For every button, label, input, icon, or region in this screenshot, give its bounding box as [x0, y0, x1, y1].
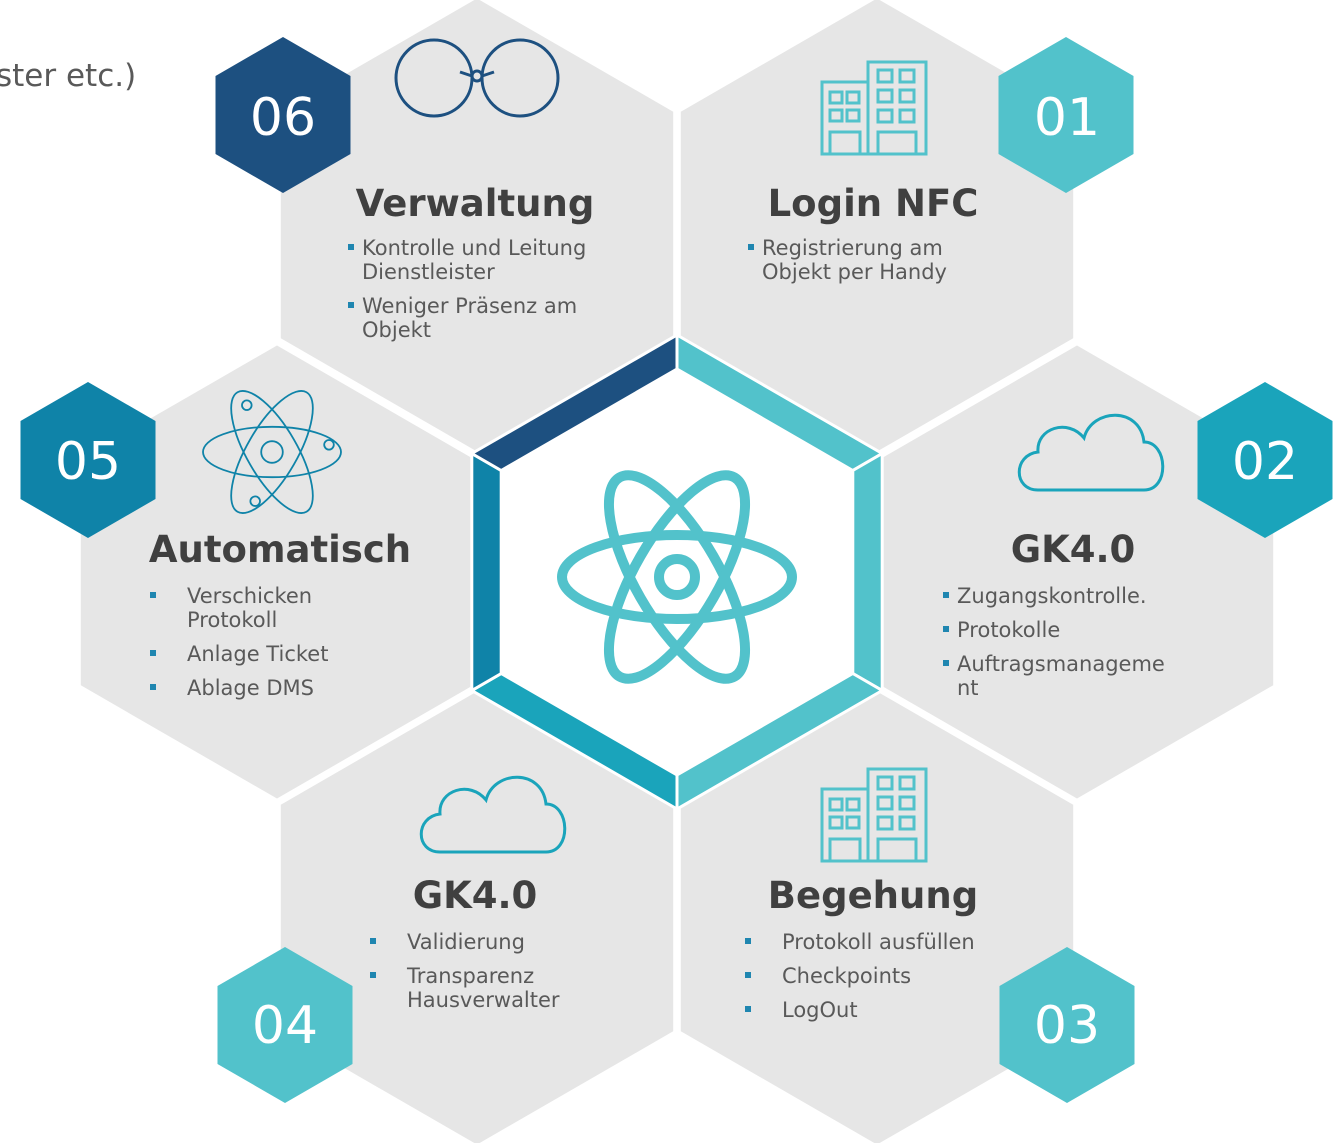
cut-off-text-fragment: ster etc.)	[0, 58, 137, 94]
segment-01-bullets: Registrierung am Objekt per Handy	[748, 236, 988, 294]
segment-06-bullet-2: Weniger Präsenz am Objekt	[348, 294, 618, 342]
badge-03-number: 03	[1033, 996, 1101, 1056]
center-atom-icon	[557, 470, 797, 684]
segment-05-bullet-1: Verschicken Protokoll	[150, 584, 390, 632]
segment-04-bullet-1: Validierung	[370, 930, 610, 954]
segment-05-bullet-2: Anlage Ticket	[150, 642, 390, 666]
segment-03-bullet-2: Checkpoints	[745, 964, 1015, 988]
building-icon	[820, 60, 928, 156]
building-icon	[820, 767, 928, 863]
segment-04-title: GK4.0	[412, 874, 538, 917]
band-02	[851, 450, 884, 694]
segment-01-title: Login NFC	[767, 182, 979, 225]
badge-04-number: 04	[251, 996, 319, 1056]
band-06	[468, 332, 679, 473]
badge-05-hexagon	[20, 382, 156, 538]
segment-05-bullets: Verschicken Protokoll Anlage Ticket Abla…	[150, 584, 390, 710]
segment-03-title: Begehung	[767, 874, 979, 917]
segment-06-bullet-1: Kontrolle und Leitung Dienstleister	[348, 236, 618, 284]
badge-02-number: 02	[1231, 432, 1299, 492]
center-hexagon	[477, 342, 877, 802]
segment-01-bullet-1: Registrierung am Objekt per Handy	[748, 236, 988, 284]
segment-05-bullet-3: Ablage DMS	[150, 676, 390, 700]
segment-02-bullet-2: Protokolle	[943, 618, 1193, 642]
badge-06-hexagon	[215, 37, 351, 193]
segment-06-bullets: Kontrolle und Leitung Dienstleister Weni…	[348, 236, 618, 352]
badge-04-hexagon	[217, 947, 353, 1103]
cloud-icon	[419, 775, 567, 854]
badge-03-hexagon	[999, 947, 1135, 1103]
glasses-icon	[394, 38, 560, 118]
segment-05-title: Automatisch	[148, 528, 412, 571]
badge-01-hexagon	[998, 37, 1134, 193]
segment-04-bullets: Validierung Transparenz Hausverwalter	[370, 930, 610, 1022]
segment-02-bullet-3: Auftragsmanageme nt	[943, 652, 1193, 700]
segment-03-bullets: Protokoll ausfüllen Checkpoints LogOut	[745, 930, 1015, 1032]
badge-06-number: 06	[249, 88, 317, 148]
band-05	[470, 450, 503, 694]
segment-06-title: Verwaltung	[355, 182, 595, 225]
segment-02-bullets: Zugangskontrolle. Protokolle Auftragsman…	[943, 584, 1193, 710]
atom-icon	[202, 390, 342, 514]
segment-03-bullet-3: LogOut	[745, 998, 1015, 1022]
cloud-icon	[1017, 413, 1165, 492]
segment-03-bullet-1: Protokoll ausfüllen	[745, 930, 1015, 954]
segment-02-title: GK4.0	[1010, 528, 1136, 571]
segment-02-bullet-1: Zugangskontrolle.	[943, 584, 1193, 608]
badge-05-number: 05	[54, 432, 122, 492]
badge-02-hexagon	[1197, 382, 1333, 538]
badge-01-number: 01	[1033, 88, 1101, 148]
segment-04-bullet-2: Transparenz Hausverwalter	[370, 964, 610, 1012]
